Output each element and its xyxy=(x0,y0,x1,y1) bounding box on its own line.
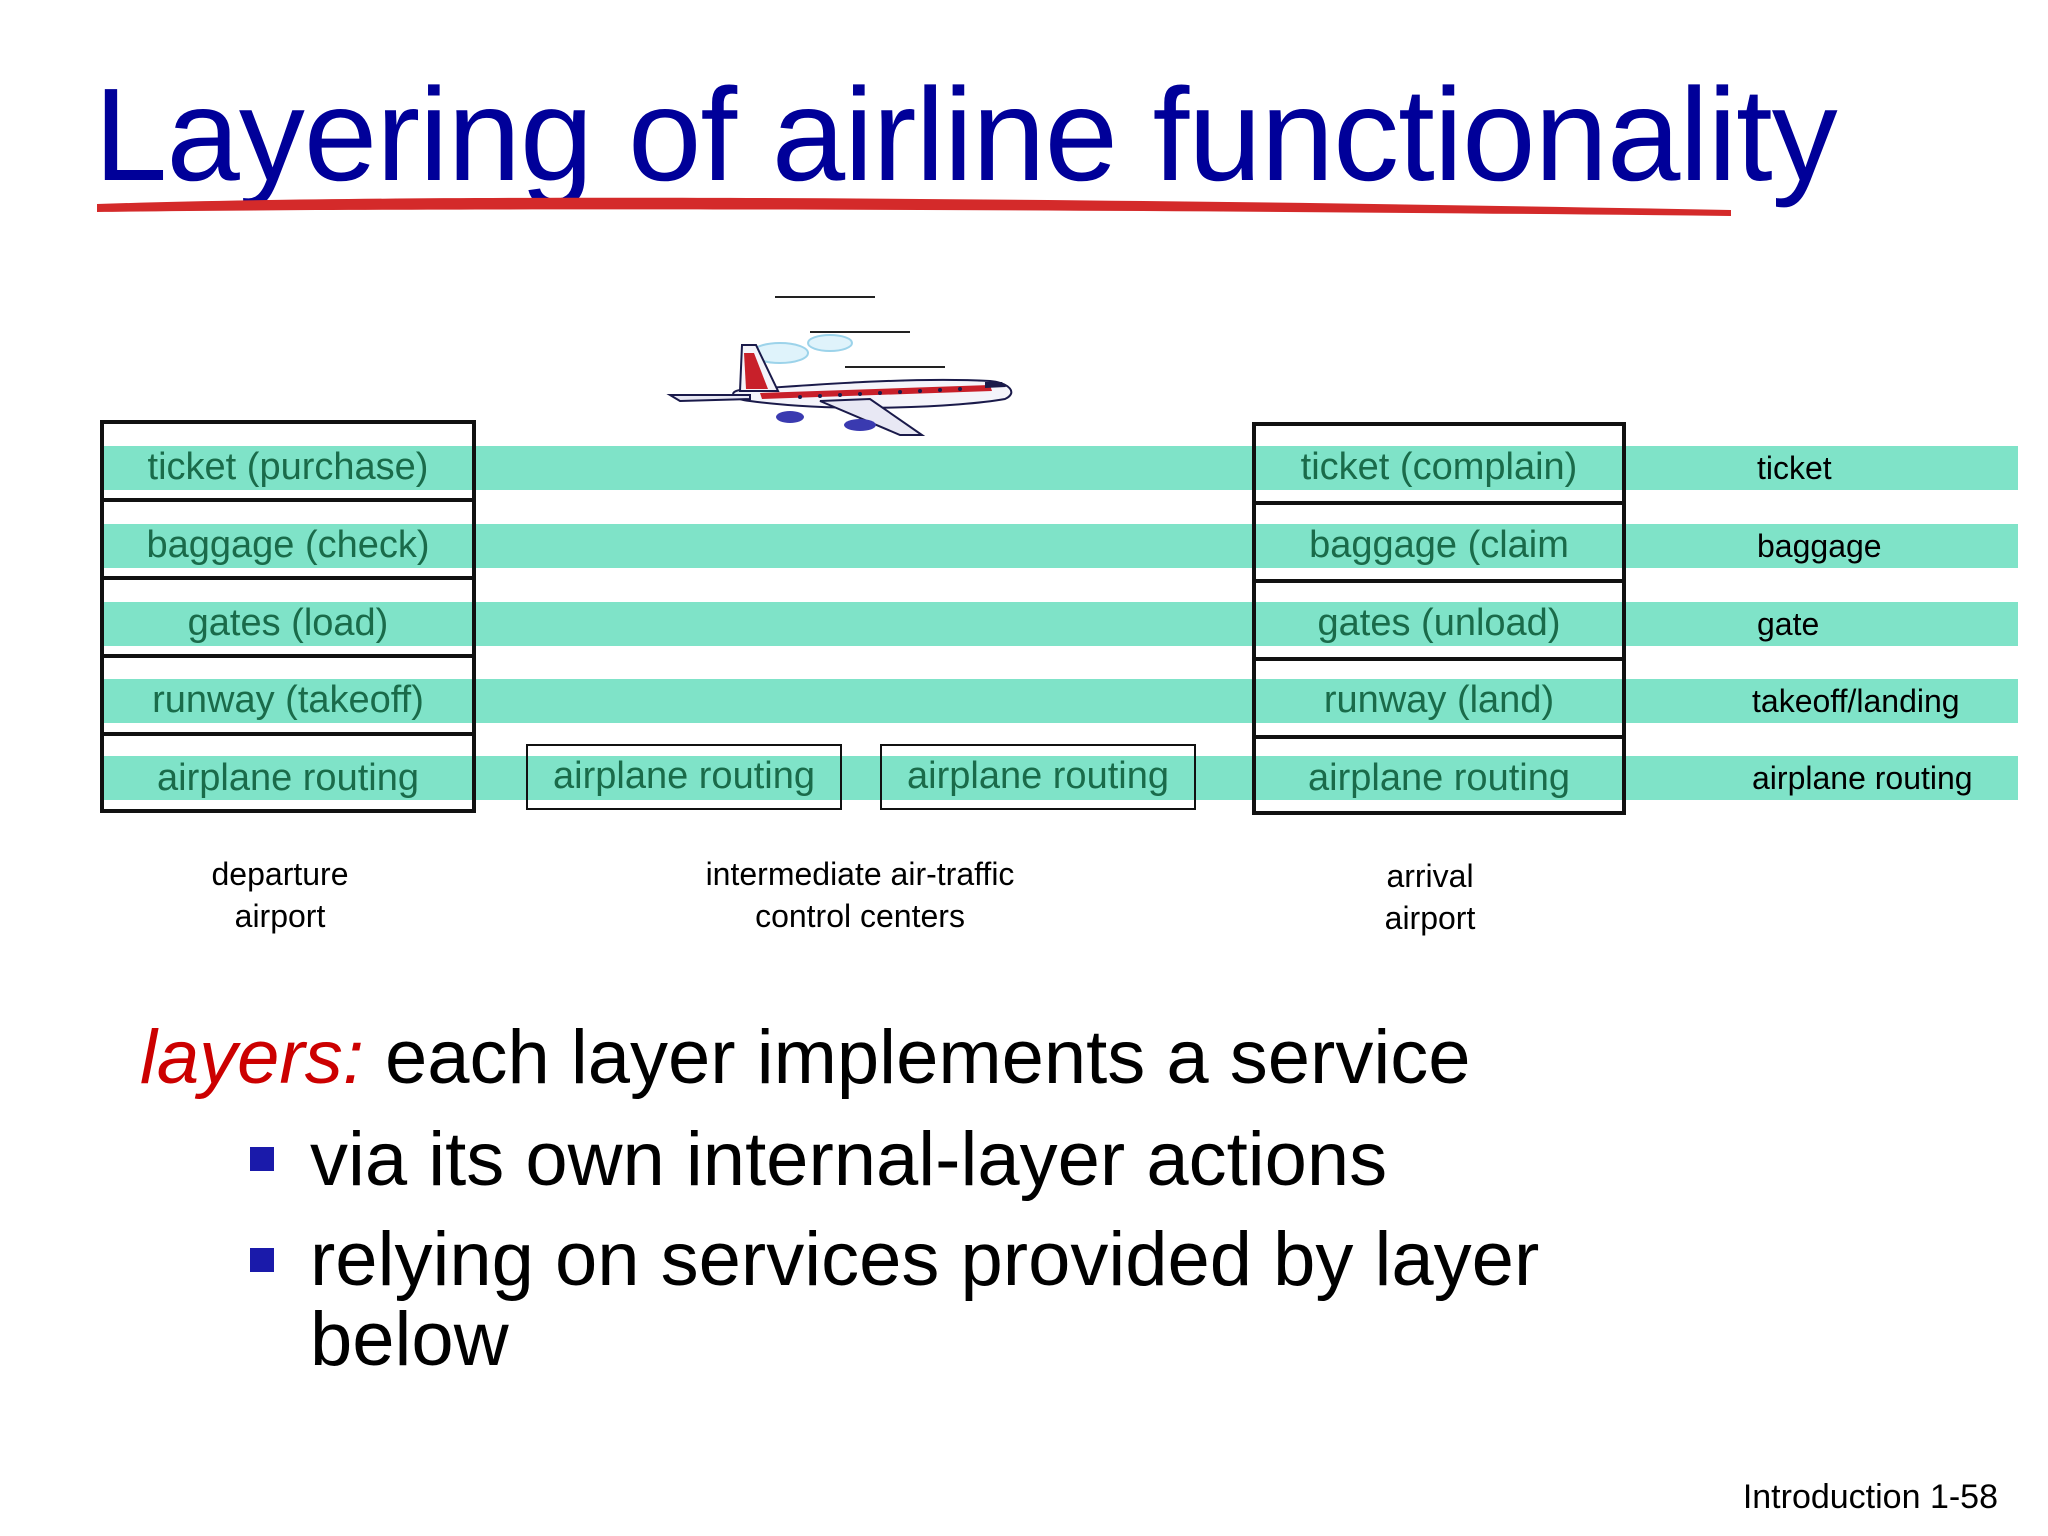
divider xyxy=(104,498,472,502)
arrival-layer-runway: runway (land) xyxy=(1323,679,1555,721)
divider xyxy=(1256,579,1622,583)
departure-layer-routing: airplane routing xyxy=(157,757,419,799)
divider xyxy=(1256,735,1622,739)
intermediate-routing-box-2: airplane routing xyxy=(880,744,1196,810)
departure-layer-baggage: baggage (check) xyxy=(146,524,430,566)
arrival-stack xyxy=(1252,422,1626,815)
layer-name-ticket: ticket xyxy=(1757,450,1832,486)
intermediate-caption-line2: control centers xyxy=(755,898,965,934)
band-ticket xyxy=(100,446,2018,490)
divider xyxy=(104,576,472,580)
intermediate-caption: intermediate air-traffic control centers xyxy=(660,853,1060,937)
bullet-text-2: relying on services provided by layer be… xyxy=(310,1217,1540,1382)
arrival-layer-gates: gates (unload) xyxy=(1317,602,1561,644)
arrival-layer-routing: airplane routing xyxy=(1308,757,1570,799)
layers-heading-text: each layer implements a service xyxy=(363,1015,1471,1100)
arrival-layer-ticket: ticket (complain) xyxy=(1300,446,1578,488)
layer-name-takeoff-landing: takeoff/landing xyxy=(1752,683,1960,719)
intermediate-routing-box-1: airplane routing xyxy=(526,744,842,810)
page-title: Layering of airline functionality xyxy=(94,61,1838,208)
band-airplane-routing xyxy=(100,756,2018,800)
departure-layer-runway: runway (takeoff) xyxy=(152,679,424,721)
bullet-icon xyxy=(250,1248,274,1272)
bullet-icon xyxy=(250,1147,274,1171)
title-underline xyxy=(97,197,1731,216)
layer-name-airplane-routing: airplane routing xyxy=(1752,760,1973,796)
departure-layer-ticket: ticket (purchase) xyxy=(147,446,429,488)
band-gate xyxy=(100,602,2018,646)
departure-layer-gates: gates (load) xyxy=(187,602,389,644)
bullet-text-1: via its own internal-layer actions xyxy=(310,1117,1388,1202)
band-takeoff-landing xyxy=(100,679,2018,723)
airplane-icon xyxy=(666,296,1013,436)
departure-stack xyxy=(100,420,476,813)
divider xyxy=(104,732,472,736)
slide-footer: Introduction 1-58 xyxy=(1742,1478,1998,1516)
intermediate-caption-line1: intermediate air-traffic xyxy=(705,856,1015,892)
band-baggage xyxy=(100,524,2018,568)
layer-name-baggage: baggage xyxy=(1757,528,1882,564)
departure-caption: departure airport xyxy=(160,853,400,937)
departure-caption-line2: airport xyxy=(234,898,326,934)
divider xyxy=(104,654,472,658)
arrival-caption: arrival airport xyxy=(1330,855,1530,939)
layer-name-gate: gate xyxy=(1757,606,1820,642)
divider xyxy=(1256,657,1622,661)
arrival-caption-line2: airport xyxy=(1384,900,1476,936)
layers-heading: layers: each layer implements a service xyxy=(140,1010,1471,1106)
layers-keyword: layers: xyxy=(140,1015,364,1100)
arrival-caption-line1: arrival xyxy=(1386,858,1474,894)
divider xyxy=(1256,501,1622,505)
arrival-layer-baggage: baggage (claim xyxy=(1309,524,1569,566)
departure-caption-line1: departure xyxy=(211,856,349,892)
